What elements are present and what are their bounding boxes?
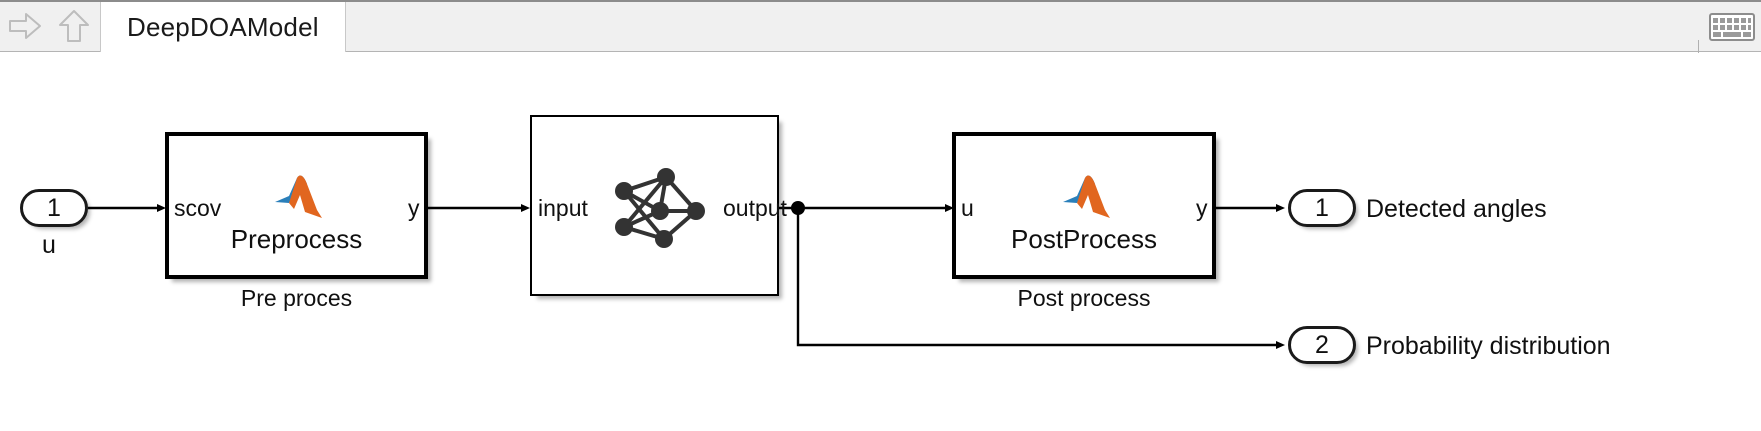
input-port-1-caption: u	[42, 231, 56, 259]
port-label-postprocess-y: y	[1196, 195, 1208, 221]
port-label-preprocess-y: y	[408, 195, 420, 221]
block-network[interactable]	[530, 115, 779, 296]
block-preprocess-title: Preprocess	[230, 224, 363, 254]
toolbar-divider	[1698, 40, 1699, 54]
port-label-output: output	[723, 195, 787, 221]
input-port-1[interactable]: 1	[20, 189, 88, 227]
neural-network-icon	[608, 165, 708, 258]
model-canvas[interactable]: 1 u Preprocess scov y Pre proces	[0, 53, 1761, 431]
keyboard-icon[interactable]	[1709, 13, 1755, 41]
port-label-scov: scov	[174, 195, 222, 221]
block-preprocess[interactable]: Preprocess	[165, 132, 428, 279]
block-postprocess[interactable]: PostProcess	[952, 132, 1216, 279]
tab-deepdoamodel[interactable]: DeepDOAModel	[100, 2, 346, 52]
up-arrow-icon[interactable]	[54, 8, 94, 44]
forward-arrow-icon[interactable]	[6, 8, 46, 44]
output-port-2[interactable]: 2	[1288, 326, 1356, 364]
toolbar: DeepDOAModel	[0, 0, 1761, 54]
block-postprocess-caption: Post process	[1017, 285, 1151, 311]
signal-lines	[88, 201, 1285, 349]
toolbar-top-rule	[0, 0, 1761, 2]
block-postprocess-title: PostProcess	[1011, 224, 1157, 254]
output-port-2-caption: Probability distribution	[1366, 332, 1611, 360]
port-label-input: input	[538, 195, 588, 221]
matlab-logo-icon	[1061, 172, 1113, 220]
block-preprocess-caption: Pre proces	[240, 285, 353, 311]
output-port-1-caption: Detected angles	[1366, 195, 1547, 223]
port-label-postprocess-u: u	[961, 195, 974, 221]
output-port-1[interactable]: 1	[1288, 189, 1356, 227]
matlab-logo-icon	[273, 172, 325, 220]
